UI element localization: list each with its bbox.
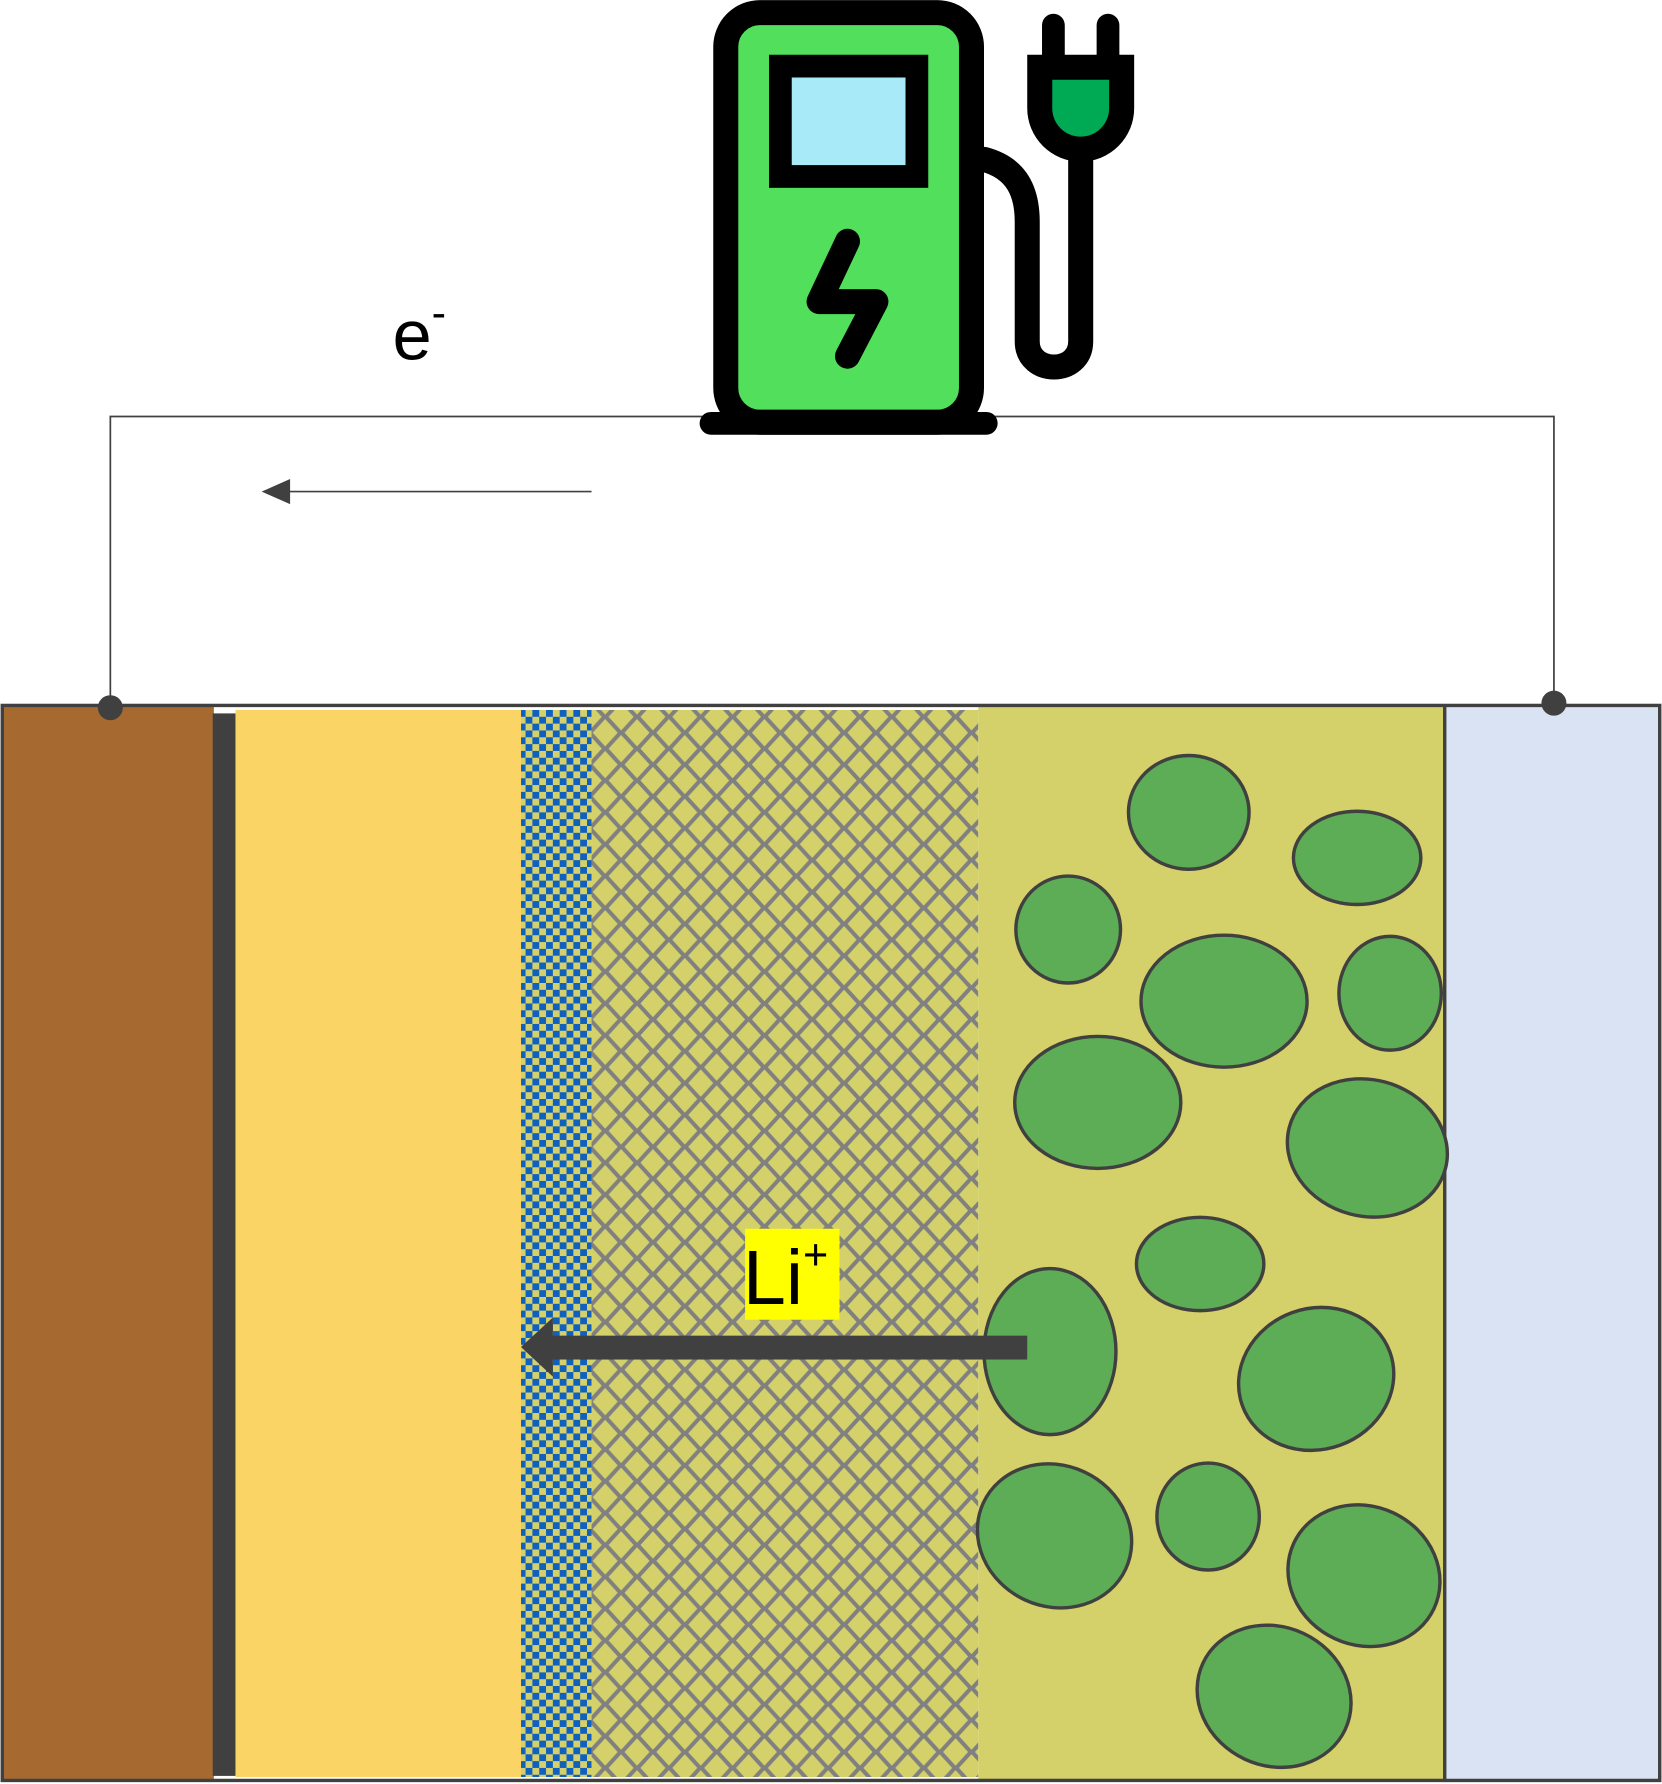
lithium-ion-label: Li+ xyxy=(743,1232,828,1321)
cathode-particle xyxy=(1155,1461,1262,1572)
anode-separator-boundary xyxy=(212,713,236,1776)
external-circuit-wire xyxy=(109,415,1555,708)
ion-label-background xyxy=(745,1228,840,1320)
right-terminal-dot xyxy=(1541,690,1567,716)
ev-charging-station-icon xyxy=(699,0,1135,435)
right-current-collector xyxy=(1444,706,1660,1781)
cell-outline xyxy=(0,703,1662,1783)
cathode-particle xyxy=(1013,1034,1183,1171)
left-current-collector xyxy=(2,706,214,1781)
charger-cable xyxy=(971,124,1094,380)
anode-layer xyxy=(235,709,522,1778)
electron-flow-arrow xyxy=(261,479,592,505)
cathode-particle xyxy=(1134,1215,1266,1313)
cathode-particles xyxy=(975,753,1450,1770)
cathode-particle xyxy=(975,1462,1134,1610)
cathode-particle xyxy=(1337,934,1444,1052)
lightning-bolt-icon xyxy=(806,228,889,369)
interlayer xyxy=(521,709,592,1778)
left-terminal-dot xyxy=(97,695,123,721)
plug-icon xyxy=(1027,13,1135,162)
cathode-particle xyxy=(1286,1503,1442,1649)
cathode-particle xyxy=(1291,809,1423,907)
cathode-particle xyxy=(1195,1623,1353,1770)
cathode-particle xyxy=(1139,933,1309,1069)
electron-label: e- xyxy=(392,290,446,375)
lithium-ion-flow-arrow xyxy=(521,1317,1028,1377)
cathode-particle xyxy=(1126,753,1251,871)
charger-screen xyxy=(769,54,929,188)
cathode-particle xyxy=(1014,874,1123,985)
cathode-particle xyxy=(1236,1305,1396,1453)
cathode-particle xyxy=(1285,1077,1450,1219)
